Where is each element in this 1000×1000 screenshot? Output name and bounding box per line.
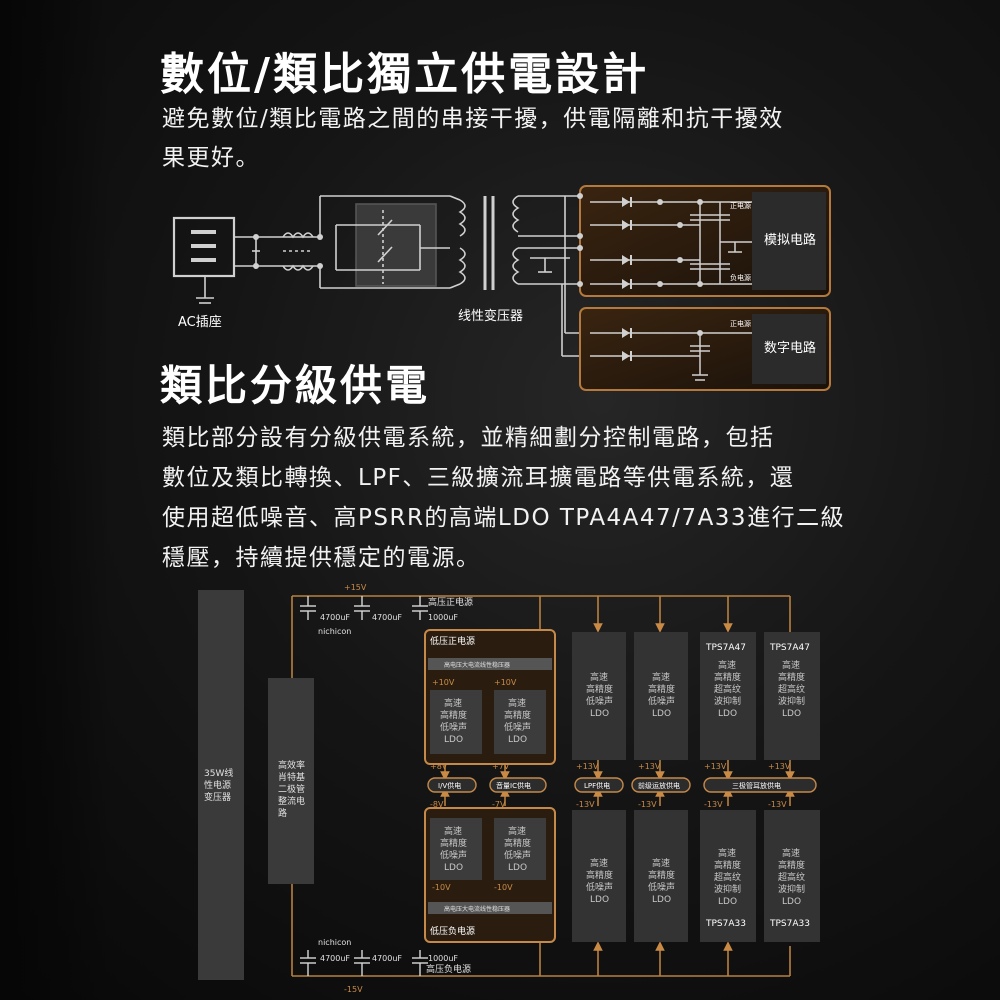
section2-desc-line: 數位及類比轉換、LPF、三級擴流耳擴電路等供電系統，還 <box>162 465 795 491</box>
section2-title: 類比分級供電 <box>160 361 431 410</box>
section1-title: 數位/類比獨立供電設計 <box>160 49 650 100</box>
section1-desc-line: 果更好。 <box>162 145 260 171</box>
background-shade <box>0 0 110 1000</box>
section1-description: 避免數位/類比電路之間的串接干擾，供電隔離和抗干擾效果更好。 <box>162 100 862 178</box>
section2-desc-line: 類比部分設有分級供電系統，並精細劃分控制電路，包括 <box>162 425 775 451</box>
section2-desc-line: 穩壓，持續提供穩定的電源。 <box>162 545 481 571</box>
section2-desc-line: 使用超低噪音、高PSRR的高端LDO TPA4A47/7A33進行二級 <box>162 505 846 531</box>
section2-description: 類比部分設有分級供電系統，並精細劃分控制電路，包括數位及類比轉換、LPF、三級擴… <box>162 418 852 578</box>
section1-desc-line: 避免數位/類比電路之間的串接干擾，供電隔離和抗干擾效 <box>162 106 784 132</box>
